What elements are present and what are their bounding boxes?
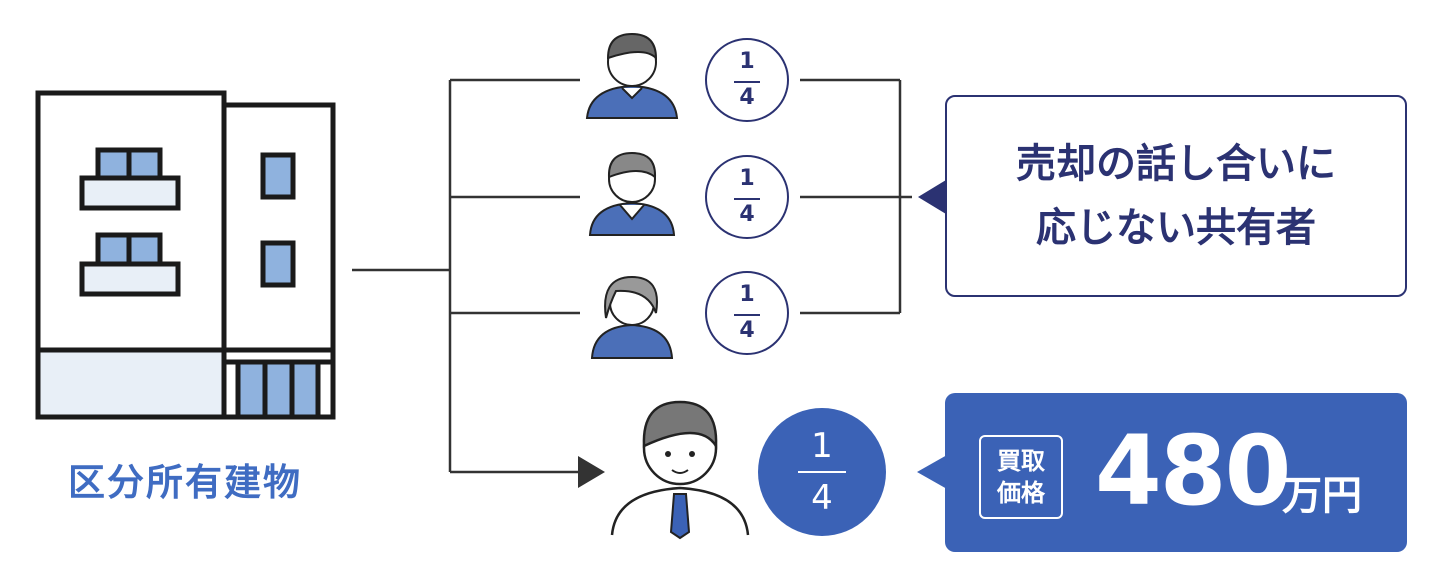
tag-line-2: 価格	[997, 479, 1045, 507]
callout-line-1: 売却の話し合いに	[1016, 141, 1336, 187]
purchase-price-tag: 買取 価格	[979, 435, 1063, 519]
owner-person-icon-2	[588, 151, 676, 236]
share-denominator: 4	[739, 318, 755, 343]
buyer-person-icon	[610, 400, 750, 540]
price-amount: 480	[1095, 415, 1291, 527]
owner-person-icon-1	[585, 32, 679, 119]
price-pointer-icon	[917, 455, 947, 489]
fraction-bar	[734, 81, 760, 83]
callout-line-2: 応じない共有者	[1036, 205, 1316, 251]
purchase-price-box: 買取 価格 480 万円	[945, 393, 1407, 552]
share-denominator: 4	[811, 478, 833, 518]
share-numerator: 1	[811, 426, 833, 466]
owner-share-3: 1 4	[705, 271, 789, 355]
owner-share-2: 1 4	[705, 155, 789, 239]
owner-share-1: 1 4	[705, 38, 789, 122]
fraction-bar	[734, 198, 760, 200]
share-numerator: 1	[739, 166, 755, 191]
fraction-bar	[734, 314, 760, 316]
arrow-head-icon	[578, 456, 605, 488]
building-label: 区分所有建物	[68, 461, 302, 504]
buyer-share: 1 4	[758, 408, 886, 536]
tag-line-1: 買取	[997, 447, 1045, 475]
owner-person-icon-3	[590, 275, 674, 359]
fraction-bar	[798, 471, 846, 473]
price-unit: 万円	[1282, 473, 1362, 519]
callout-pointer-icon	[918, 180, 946, 214]
connector-lines	[352, 78, 912, 474]
share-numerator: 1	[739, 49, 755, 74]
share-denominator: 4	[739, 85, 755, 110]
building-icon	[35, 90, 336, 420]
refusing-owners-callout: 売却の話し合いに 応じない共有者	[945, 95, 1407, 297]
share-denominator: 4	[739, 202, 755, 227]
share-numerator: 1	[739, 282, 755, 307]
